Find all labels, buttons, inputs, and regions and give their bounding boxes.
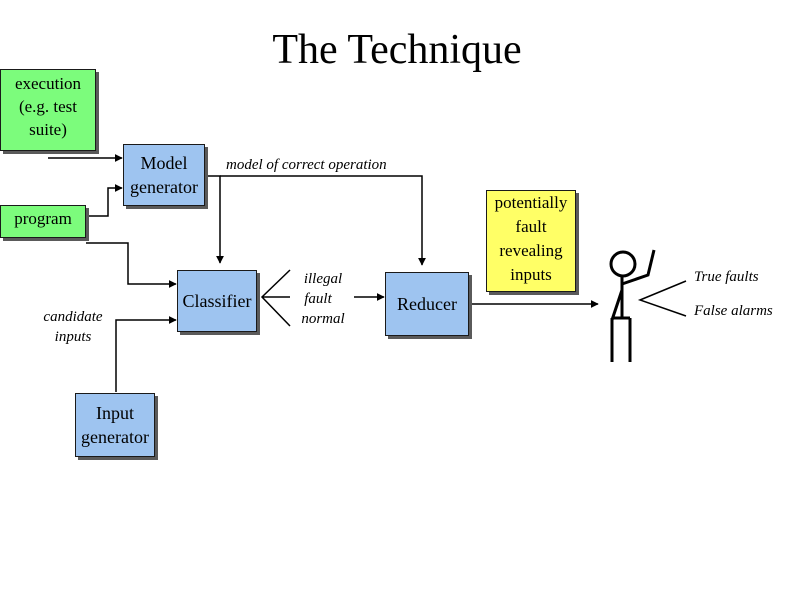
model-generator-box: Model generator [123, 144, 205, 206]
fault-label: fault [304, 291, 332, 307]
candidate-inputs-label: candidate inputs [43, 309, 103, 345]
program-note: program [0, 205, 86, 238]
person-figure [609, 249, 656, 362]
classifier-outputs: illegal fault normal [291, 269, 355, 329]
model-of-correct-operation-label: model of correct operation [226, 157, 387, 173]
reducer-box: Reducer [385, 272, 469, 336]
false-alarms-label: False alarms [694, 303, 773, 319]
execution-note: execution (e.g. test suite) [0, 69, 96, 151]
potentially-fault-revealing-note: potentially fault revealing inputs [486, 190, 576, 292]
illegal-label: illegal [303, 271, 343, 287]
input-to-classifier-arrow [115, 316, 177, 392]
program-to-classifier-arrow [86, 242, 177, 288]
true-faults-label: True faults [694, 269, 759, 285]
classifier-fan [260, 269, 291, 327]
classifier-box: Classifier [177, 270, 257, 332]
page-title: The Technique [272, 27, 522, 73]
model-to-reducer-arrow [220, 175, 426, 266]
program-to-model-arrow [86, 184, 123, 217]
model-to-classifier-arrow [205, 175, 224, 264]
input-generator-box: Input generator [75, 393, 155, 457]
person-output-fan [637, 280, 687, 317]
normal-label: normal [301, 311, 345, 327]
